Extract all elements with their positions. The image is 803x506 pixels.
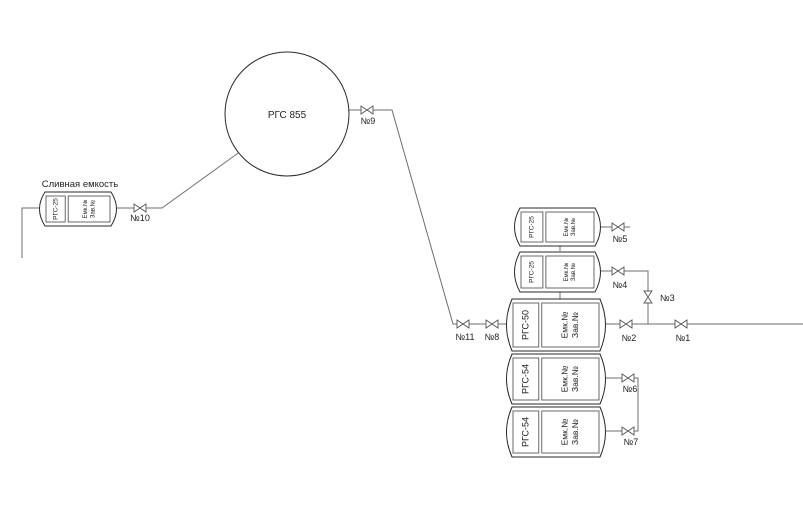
tank-model-label: РГС-25	[529, 216, 536, 238]
model-box	[520, 255, 544, 289]
valve-2[interactable]: №2	[619, 319, 637, 343]
tank-model-label: РГС-54	[520, 364, 530, 394]
plate-box	[545, 211, 595, 243]
valve-label: №6	[623, 384, 638, 394]
valve-8[interactable]: №8	[485, 319, 500, 342]
valve-icon	[621, 373, 635, 383]
tank-plate-line: Емк.№	[560, 366, 570, 393]
tank-model-label: РГС-54	[520, 417, 530, 447]
model-box	[520, 211, 544, 243]
valve-7[interactable]: №7	[621, 426, 639, 447]
valve-label: №11	[456, 332, 475, 342]
pipe-main-to-manifold	[349, 109, 506, 325]
valve-icon	[360, 105, 374, 115]
valve-5[interactable]: №5	[611, 222, 628, 244]
model-box	[512, 357, 540, 401]
pipe-t2-bypass	[601, 270, 649, 324]
valve-11[interactable]: №11	[456, 319, 475, 342]
valve-label: №3	[660, 293, 675, 303]
tank-main-label: РГС 855	[268, 110, 307, 121]
plate-box	[541, 357, 600, 401]
valve-3[interactable]: №3	[643, 290, 675, 304]
plate-box	[545, 255, 595, 289]
valve-icon	[611, 266, 625, 276]
valve-icon	[485, 319, 499, 329]
valve-icon	[133, 203, 147, 213]
valve-label: №8	[485, 332, 500, 342]
plate-box	[67, 195, 111, 223]
valve-icon	[611, 222, 625, 232]
valve-icon	[456, 319, 470, 329]
model-box	[512, 410, 540, 454]
valve-9[interactable]: №9	[360, 105, 376, 126]
valve-icon	[621, 426, 635, 436]
tank-plate-line: Зав.№	[570, 263, 577, 281]
valve-label: №1	[676, 333, 691, 343]
valve-1[interactable]: №1	[674, 319, 691, 343]
pipe-drain-inlet	[21, 207, 40, 258]
valve-label: №9	[361, 116, 376, 126]
valve-6[interactable]: №6	[621, 373, 638, 394]
valve-label: №5	[613, 234, 628, 244]
model-box	[45, 195, 66, 223]
valve-icon	[674, 319, 688, 329]
valve-label: №4	[613, 280, 628, 290]
tank-plate-line: Емк.№	[560, 419, 570, 446]
plate-box	[541, 410, 600, 454]
tank-plate-line: Зав.№	[570, 419, 580, 445]
model-box	[512, 302, 540, 348]
tank-plate-line: Зав.№	[570, 218, 577, 236]
tank-main[interactable]: РГС 855	[224, 51, 350, 177]
pipelines	[21, 109, 803, 432]
valve-10[interactable]: №10	[130, 203, 150, 223]
tank-plate-line: Емк.№	[82, 200, 89, 219]
valve-label: №2	[622, 333, 637, 343]
tank-plate-line: Емк.№	[563, 218, 570, 237]
valve-label: №7	[624, 437, 639, 447]
tank-model-label: РГС-50	[520, 310, 530, 340]
plate-box	[541, 302, 600, 348]
tank-plate-line: Емк.№	[560, 312, 570, 339]
drain-tank-title: Сливная емкость	[42, 179, 119, 190]
tank-model-label: РГС-25	[529, 261, 536, 283]
valve-icon	[643, 290, 653, 304]
valve-4[interactable]: №4	[611, 266, 628, 290]
valve-label: №10	[130, 213, 150, 223]
tank-model-label: РГС-25	[52, 198, 59, 220]
valve-icon	[619, 319, 633, 329]
tank-plate-line: Емк.№	[563, 263, 570, 282]
pipe-drain-to-main	[117, 150, 242, 209]
tank-plate-line: Зав.№	[570, 366, 580, 392]
tank-plate-line: Зав.№	[89, 200, 96, 218]
tank-plate-line: Зав.№	[570, 312, 580, 338]
